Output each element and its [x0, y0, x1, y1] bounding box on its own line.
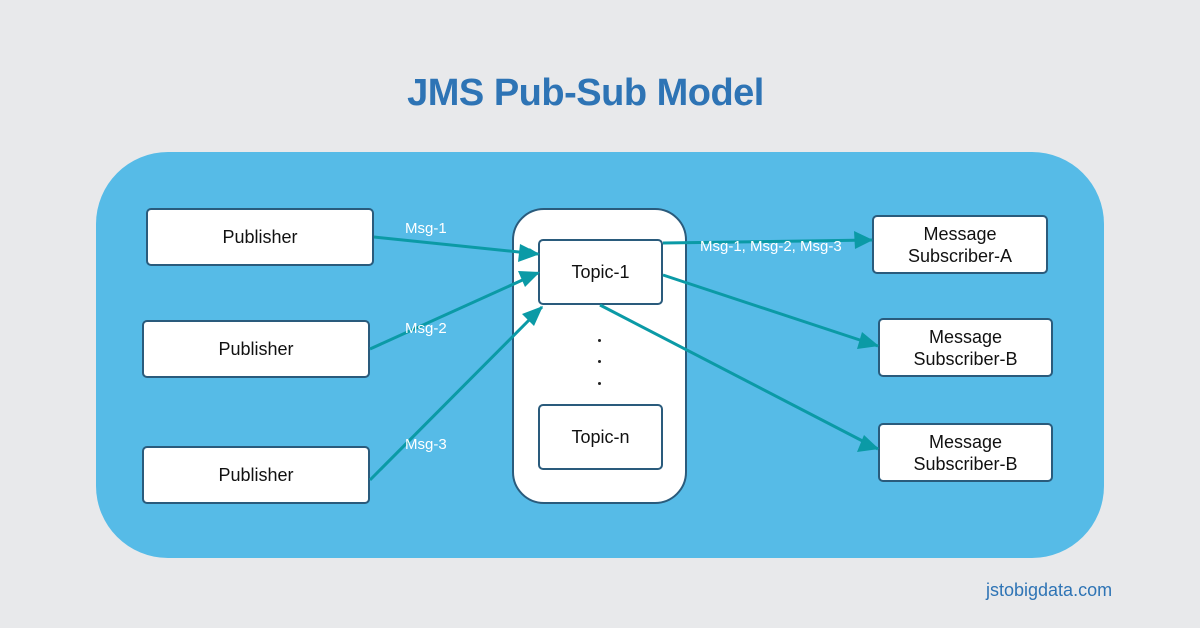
subscriber-label-line2: Subscriber-B [913, 453, 1018, 474]
arrow-to-subscriber-b2 [599, 303, 879, 451]
arrowhead [854, 231, 873, 249]
arrow-msg3 [368, 305, 544, 482]
publisher-box-3: Publisher [142, 446, 370, 504]
arrow-to-subscriber-a [662, 238, 873, 245]
subscriber-label-line2: Subscriber-A [907, 245, 1013, 266]
publisher-label: Publisher [218, 465, 294, 485]
topic-label: Topic-n [571, 427, 630, 447]
topic-label: Topic-1 [571, 262, 630, 282]
arrowhead [522, 306, 543, 326]
subscriber-box-b2: Message Subscriber-B [878, 423, 1053, 482]
ellipsis-dot [598, 382, 601, 385]
ellipsis-dot [598, 339, 601, 342]
arrowhead [518, 271, 540, 287]
publisher-label: Publisher [218, 339, 294, 359]
publisher-box-2: Publisher [142, 320, 370, 378]
ellipsis-dot [598, 360, 601, 363]
arrowhead [857, 435, 879, 452]
subscriber-box-a: Message Subscriber-A [872, 215, 1048, 274]
msg-2-label: Msg-2 [405, 320, 447, 337]
topic-n-box: Topic-n [538, 404, 663, 470]
page-title: JMS Pub-Sub Model [407, 72, 764, 114]
subscriber-label-line1: Message [928, 326, 1003, 347]
publisher-box-1: Publisher [146, 208, 374, 266]
subscriber-label-line1: Message [923, 223, 997, 244]
arrow-to-subscriber-b1 [662, 273, 879, 348]
arrow-msg1 [373, 235, 539, 259]
publisher-label: Publisher [222, 227, 298, 247]
msg-1-label: Msg-1 [405, 220, 447, 237]
arrow-msg2 [369, 271, 539, 351]
subscriber-box-b1: Message Subscriber-B [878, 318, 1053, 377]
msg-all-label: Msg-1, Msg-2, Msg-3 [700, 238, 842, 255]
subscriber-label-line2: Subscriber-B [913, 348, 1018, 369]
topic-1-box: Topic-1 [538, 239, 663, 305]
footer-watermark: jstobigdata.com [986, 580, 1113, 600]
msg-3-label: Msg-3 [405, 436, 447, 453]
subscriber-label-line1: Message [928, 431, 1003, 452]
arrowhead [518, 244, 540, 262]
arrowhead [857, 332, 879, 349]
